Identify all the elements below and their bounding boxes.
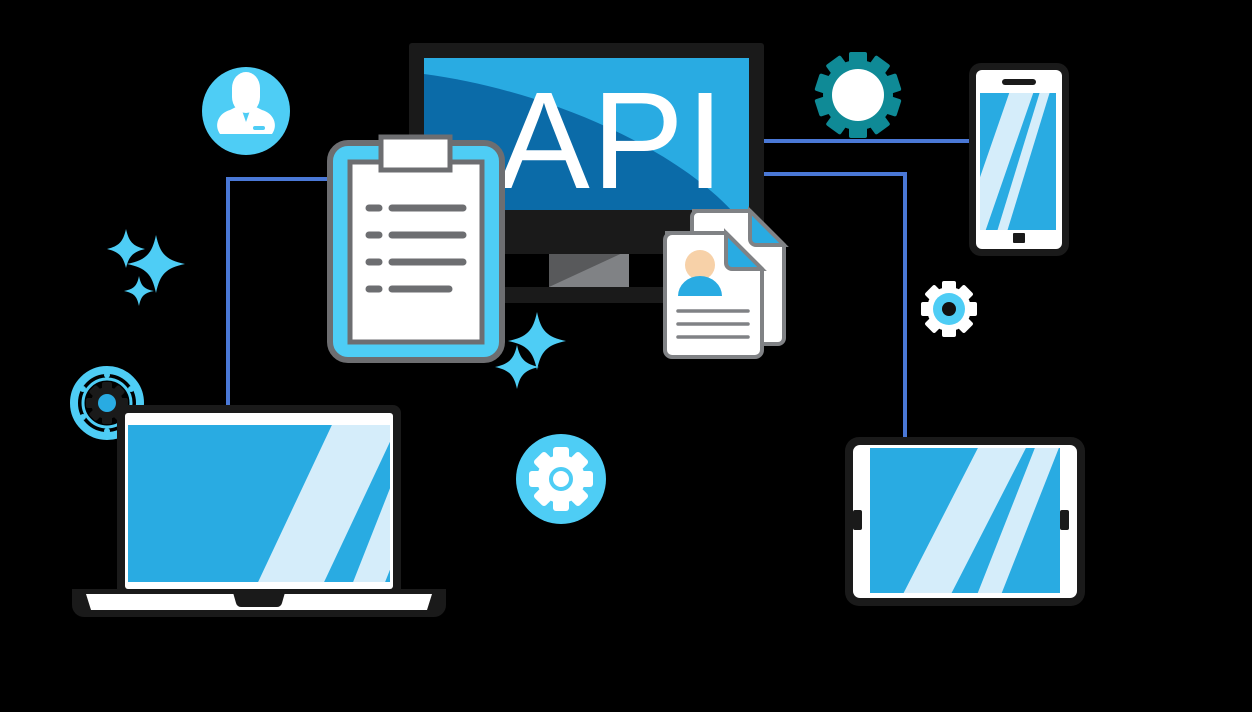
sparkles (107, 229, 566, 389)
document-front (663, 228, 767, 359)
sparkle-small-center (495, 345, 539, 389)
phone-home-button[interactable] (1013, 233, 1025, 243)
gear-tech-core (98, 394, 116, 412)
clipboard-clip (378, 134, 453, 173)
gear-small-white[interactable] (921, 281, 977, 337)
document-back-fold (748, 206, 789, 247)
laptop[interactable] (72, 405, 452, 617)
monitor-stand-neck-shadow (549, 250, 629, 287)
smartphone[interactable] (960, 63, 1069, 256)
gear-tech-outer-ring (70, 366, 144, 440)
avatar-body (678, 276, 722, 296)
tablet-screen (870, 448, 1060, 593)
tablet[interactable] (845, 437, 1085, 606)
sparkle-large-center (508, 312, 566, 370)
sparkle-medium-left (107, 229, 145, 268)
connector-monitor-to-tablet (753, 172, 907, 445)
person-badge[interactable] (202, 67, 290, 155)
gear-tech-inner-ring (81, 377, 133, 429)
laptop-screen-stripe-wide (258, 425, 390, 582)
tablet-screen-stripe-wide (903, 448, 1026, 593)
phone-screen-stripe-narrow (997, 93, 1050, 230)
clipboard-paper (347, 159, 485, 345)
person-icon (217, 72, 275, 134)
avatar-head (685, 250, 715, 280)
gear-large-teal-core (832, 69, 884, 121)
document-text-lines (676, 309, 750, 339)
gear-small-white-core (942, 302, 956, 316)
sparkle-small-left (124, 276, 154, 306)
clipboard[interactable] (327, 134, 505, 363)
monitor-stand-shaft (503, 232, 681, 254)
gear-circle-blue[interactable] (516, 434, 606, 524)
gear-large-teal[interactable] (814, 52, 902, 138)
laptop-trackpad-notch (232, 589, 286, 608)
sparkle-large-left (127, 235, 185, 293)
phone-screen (980, 93, 1056, 230)
phone-screen-stripe-wide (980, 93, 1034, 230)
tablet-screen-stripe-narrow (977, 448, 1059, 593)
tablet-button-right[interactable] (1060, 510, 1069, 530)
id-documents[interactable] (663, 206, 789, 359)
monitor-api-text: API (498, 64, 726, 218)
tablet-button-left[interactable] (853, 510, 862, 530)
monitor-stand-base (503, 287, 681, 303)
phone-speaker (1002, 79, 1036, 85)
laptop-screen-stripe-narrow (353, 488, 390, 582)
document-front-fold (724, 228, 767, 271)
gear-circle-blue-gear (529, 447, 593, 511)
clipboard-rows (365, 204, 467, 293)
gear-circle-blue-hole (549, 467, 573, 491)
laptop-screen (128, 425, 390, 582)
